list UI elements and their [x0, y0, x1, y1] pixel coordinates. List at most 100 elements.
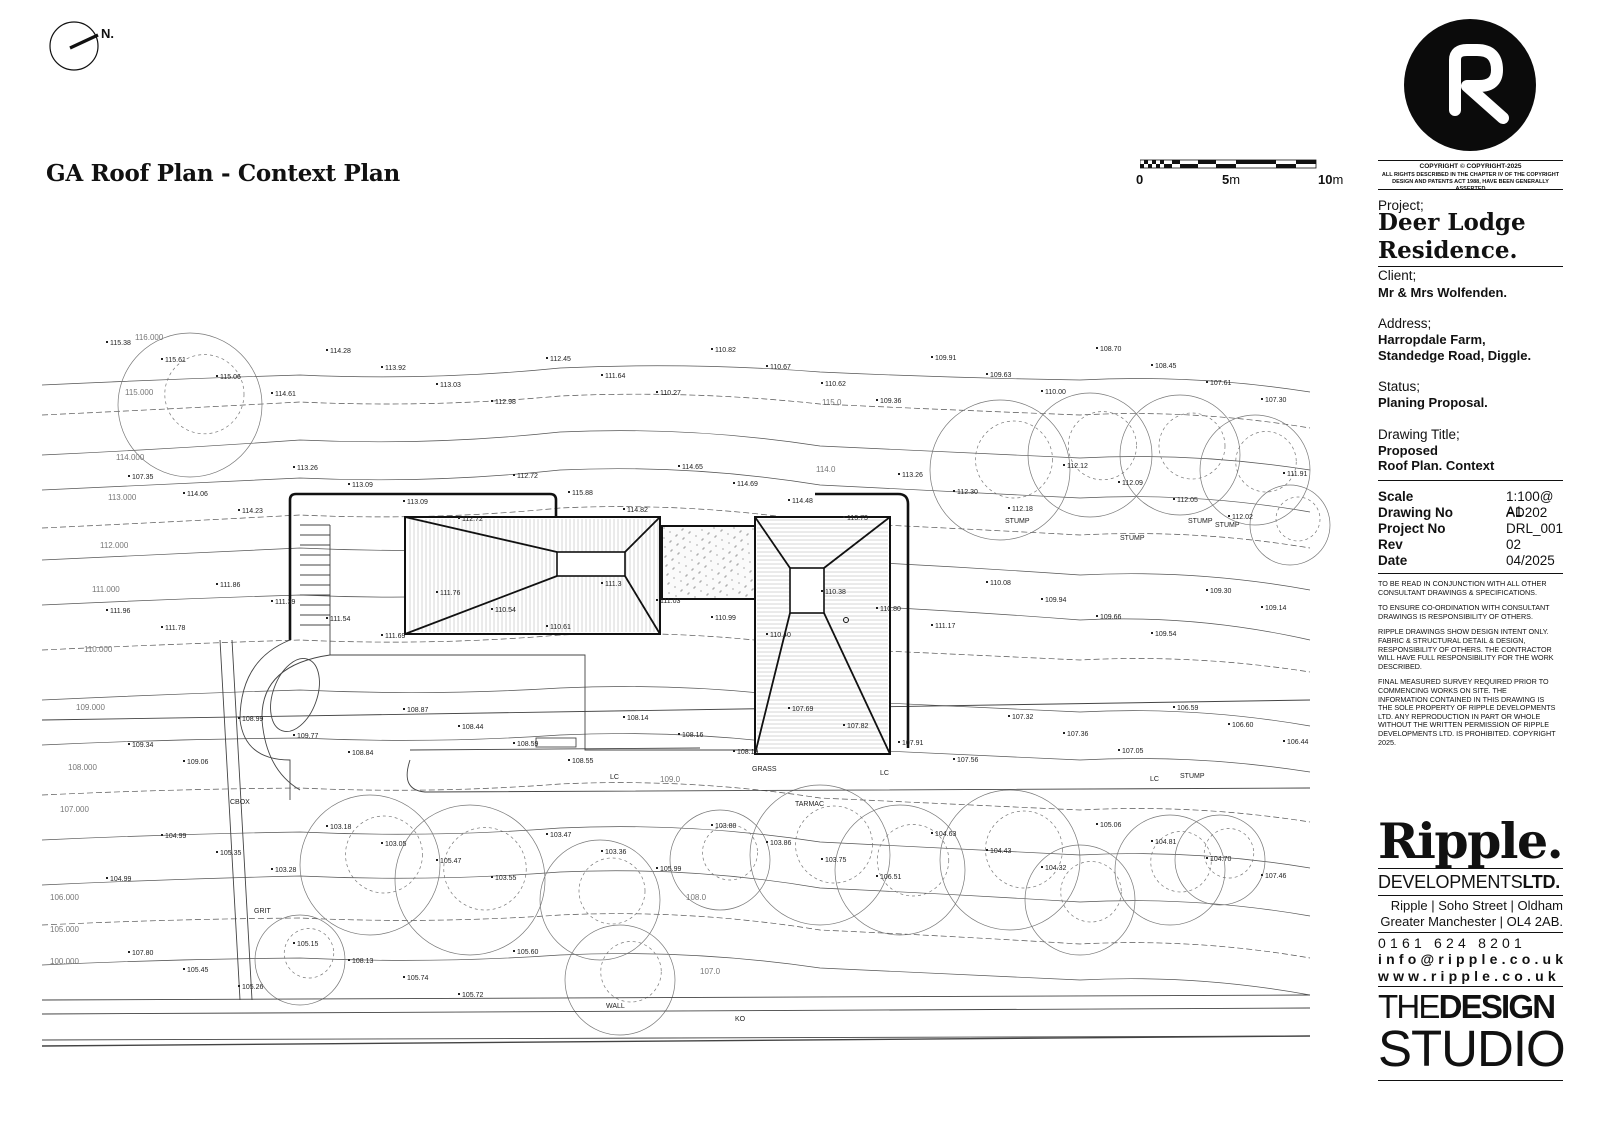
gravel-dot — [695, 535, 697, 537]
spot-level: 109.36 — [880, 398, 902, 405]
site-note: STUMP — [1120, 535, 1145, 542]
spot-level-marker — [161, 834, 163, 836]
gravel-dot — [731, 569, 733, 571]
spot-level: 111.54 — [330, 616, 350, 623]
gravel-dot — [687, 593, 689, 595]
gravel-dot — [745, 595, 747, 597]
spot-level: 113.26 — [902, 472, 923, 479]
spot-level-marker — [271, 600, 273, 602]
spot-level: 106.44 — [1287, 739, 1309, 746]
spot-level: 111.96 — [110, 608, 130, 615]
status-value: Planing Proposal. — [1378, 395, 1488, 410]
gravel-dot — [723, 567, 725, 569]
spot-level: 108.16 — [682, 732, 704, 739]
spot-level: 110.00 — [1045, 389, 1066, 396]
tree-canopy-inner — [1275, 496, 1321, 542]
site-note: GRIT — [254, 908, 271, 915]
spot-level: 110.99 — [715, 615, 736, 622]
contour-label: 111.000 — [92, 585, 120, 594]
info-date-key: Date — [1378, 553, 1408, 568]
spot-level-marker — [843, 516, 845, 518]
gravel-dot — [713, 587, 715, 589]
spot-level: 105.74 — [407, 975, 429, 982]
contour-label: 107.0 — [700, 967, 721, 976]
spot-level: 110.38 — [825, 589, 846, 596]
spot-level-marker — [491, 608, 493, 610]
gravel-dot — [700, 580, 702, 582]
gravel-dot — [735, 555, 737, 557]
gravel-dot — [673, 577, 675, 579]
gravel-dot — [737, 573, 739, 575]
contour-line — [41, 826, 1311, 869]
east-wing-hips — [754, 516, 891, 755]
contour-label: 114.000 — [116, 453, 145, 462]
gravel-dot — [704, 556, 706, 558]
gravel-dot — [697, 563, 699, 565]
spot-level-marker — [678, 733, 680, 735]
spot-level-marker — [821, 858, 823, 860]
spot-level: 107.82 — [847, 723, 869, 730]
spot-level-marker — [293, 466, 295, 468]
contour-line — [41, 782, 1311, 823]
gravel-dot — [749, 571, 751, 573]
gravel-dot — [664, 556, 666, 558]
company-email[interactable]: info@ripple.co.uk — [1378, 951, 1568, 967]
spot-level-marker — [766, 365, 768, 367]
tree-canopy-inner — [702, 824, 758, 881]
gravel-dot — [681, 529, 683, 531]
contour-line — [41, 686, 1311, 727]
spot-level-marker — [986, 849, 988, 851]
drive-kerb-upper — [409, 747, 701, 751]
gravel-dot — [664, 546, 666, 548]
gravel-dot — [685, 565, 687, 567]
gravel-dot — [710, 560, 712, 562]
scale-zero: 0 — [1136, 172, 1144, 187]
spot-level: 111.78 — [165, 625, 185, 632]
spot-level: 108.84 — [352, 750, 374, 757]
spot-level-marker — [1096, 615, 1098, 617]
spot-level: 107.36 — [1067, 731, 1089, 738]
gravel-dot — [736, 564, 738, 566]
spot-level-marker — [601, 374, 603, 376]
spot-level-marker — [1008, 507, 1010, 509]
site-note: STUMP — [1180, 773, 1205, 780]
spot-level: 112.98 — [495, 399, 516, 406]
spot-level: 104.99 — [110, 876, 132, 883]
gravel-dot — [720, 590, 722, 592]
tree-canopies — [117, 332, 1331, 1036]
spot-level-marker — [788, 707, 790, 709]
spot-level: 105.47 — [440, 858, 462, 865]
spot-level-marker — [491, 876, 493, 878]
tree-canopy-inner — [985, 810, 1063, 889]
gravel-dot — [704, 566, 706, 568]
tree-canopy — [394, 804, 546, 956]
client-value: Mr & Mrs Wolfenden. — [1378, 285, 1508, 300]
gravel-dot — [685, 575, 687, 577]
boundary-line — [41, 994, 1311, 1001]
spot-level-marker — [106, 877, 108, 879]
gravel-dot — [732, 588, 734, 590]
tree-canopy-inner — [975, 420, 1053, 499]
company-website[interactable]: www.ripple.co.uk — [1378, 968, 1560, 984]
gravel-dot — [752, 528, 754, 530]
site-note: CBOX — [230, 799, 250, 806]
contour-label: 109.000 — [76, 703, 105, 712]
note-2: TO ENSURE CO-ORDINATION WITH CONSULTANT … — [1378, 603, 1550, 621]
tree-canopy — [1119, 394, 1241, 516]
gravel-dot — [698, 562, 700, 564]
spot-level-marker — [656, 391, 658, 393]
spot-level-marker — [1063, 732, 1065, 734]
ripple-logo-badge — [1404, 19, 1536, 151]
gravel-dot — [678, 562, 680, 564]
gravel-dot — [721, 539, 723, 541]
gravel-dot — [668, 592, 670, 594]
contour-label: 107.000 — [60, 805, 89, 814]
gravel-dot — [739, 531, 741, 533]
design-studio-wordmark-top: THEDESIGN — [1378, 988, 1556, 1025]
driveway-edge-inner — [261, 654, 331, 791]
contour-label: 113.000 — [108, 493, 137, 502]
spot-level-marker — [876, 607, 878, 609]
gravel-dot — [717, 563, 719, 565]
spot-level: 113.73 — [847, 515, 868, 522]
gravel-dot — [691, 569, 693, 571]
